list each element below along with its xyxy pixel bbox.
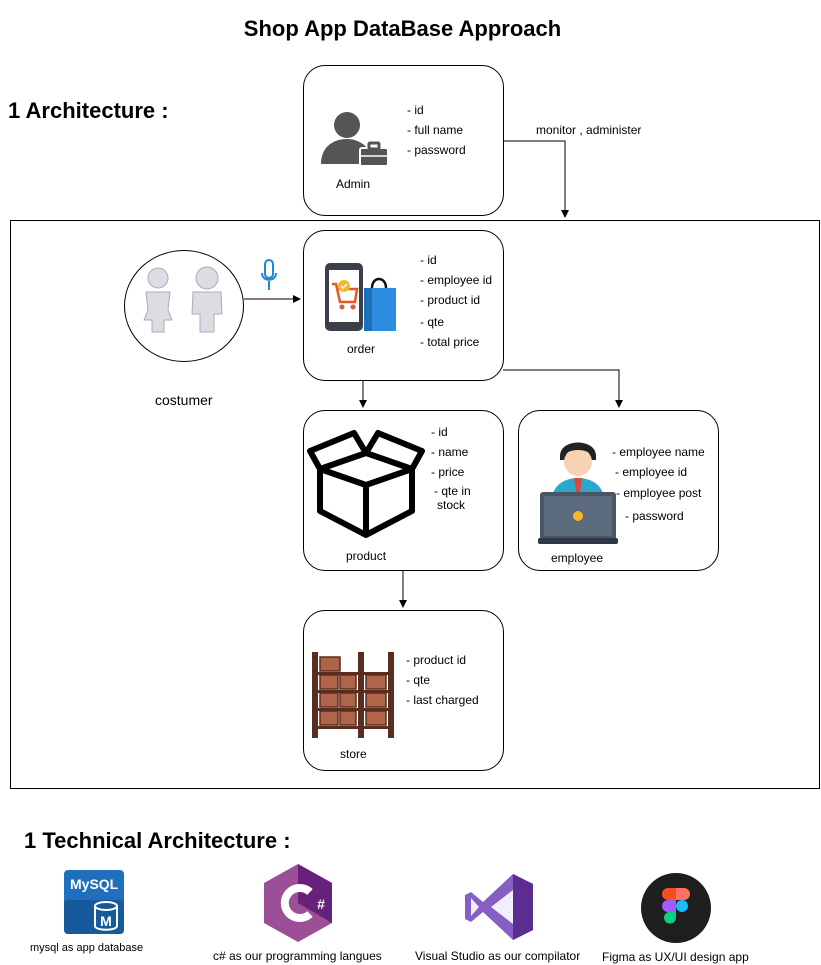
product-field-stock: stock (437, 498, 466, 512)
product-field-name: - name (431, 445, 469, 459)
employee-field-password: - password (625, 509, 684, 523)
admin-field-id: - id (407, 103, 424, 117)
employee-entity-card (518, 410, 719, 571)
store-field-qte: - qte (406, 673, 431, 687)
order-caption: order (347, 342, 376, 356)
store-fields: - product id - qte - last charged (406, 650, 479, 710)
product-fields: - id - name - price - qte in stock (431, 422, 471, 512)
section-architecture-heading: 1 Architecture : (8, 98, 169, 123)
product-field-id: - id (431, 425, 448, 439)
order-cart-icon (325, 263, 396, 331)
order-field-total-price: - total price (420, 335, 480, 349)
store-field-last-charged: - last charged (406, 693, 479, 707)
product-caption: product (346, 549, 387, 563)
admin-icon (321, 112, 389, 167)
microphone-icon (261, 259, 277, 290)
tech-caption-csharp: c# as our programming langues (213, 949, 382, 963)
admin-field-password: - password (407, 143, 466, 157)
employee-field-id: - employee id (615, 465, 688, 479)
order-fields: - id - employee id - product id - qte - … (420, 250, 492, 352)
edge-label-monitor: monitor , administer (536, 123, 642, 137)
section-technical-heading: 1 Technical Architecture : (24, 828, 291, 853)
tech-caption-figma: Figma as UX/UI design app (602, 950, 749, 964)
admin-caption: Admin (336, 177, 371, 191)
product-box-icon (307, 430, 425, 538)
product-field-price: - price (431, 465, 465, 479)
system-boundary-frame (10, 220, 820, 789)
admin-fields: - id - full name - password (407, 100, 466, 160)
store-field-product-id: - product id (406, 653, 467, 667)
mysql-logo-text: MySQL (70, 876, 119, 892)
figma-logo-icon (641, 873, 711, 943)
employee-fields: - employee name - employee id - employee… (612, 442, 705, 526)
product-entity-card (303, 410, 504, 571)
tech-caption-visual-studio: Visual Studio as our compilator (415, 949, 581, 963)
svg-text:M: M (100, 913, 112, 929)
admin-entity-card (303, 65, 504, 216)
employee-laptop-icon (538, 442, 618, 544)
employee-field-name: - employee name (612, 445, 705, 459)
order-field-id: - id (420, 253, 437, 267)
store-caption: store (340, 747, 367, 761)
visual-studio-logo-icon (465, 874, 533, 940)
customer-circle (124, 250, 244, 362)
csharp-logo-icon: # (264, 864, 332, 942)
order-field-qte: - qte (420, 315, 445, 329)
product-field-qte-in: - qte in (434, 484, 471, 498)
tech-caption-mysql: mysql as app database (30, 942, 144, 954)
employee-field-post: - employee post (616, 486, 702, 500)
order-field-product-id: - product id (420, 293, 481, 307)
customer-people-icon (143, 266, 223, 333)
admin-to-system-arrow (503, 140, 569, 218)
employee-caption: employee (551, 551, 604, 565)
admin-field-fullname: - full name (407, 123, 464, 137)
store-shelves-icon (312, 652, 394, 738)
svg-text:#: # (317, 896, 325, 912)
customer-caption: costumer (155, 392, 213, 408)
diagram-title: Shop App DataBase Approach (243, 16, 562, 41)
mysql-logo-icon: M MySQL (64, 870, 124, 934)
order-field-employee-id: - employee id (420, 273, 493, 287)
